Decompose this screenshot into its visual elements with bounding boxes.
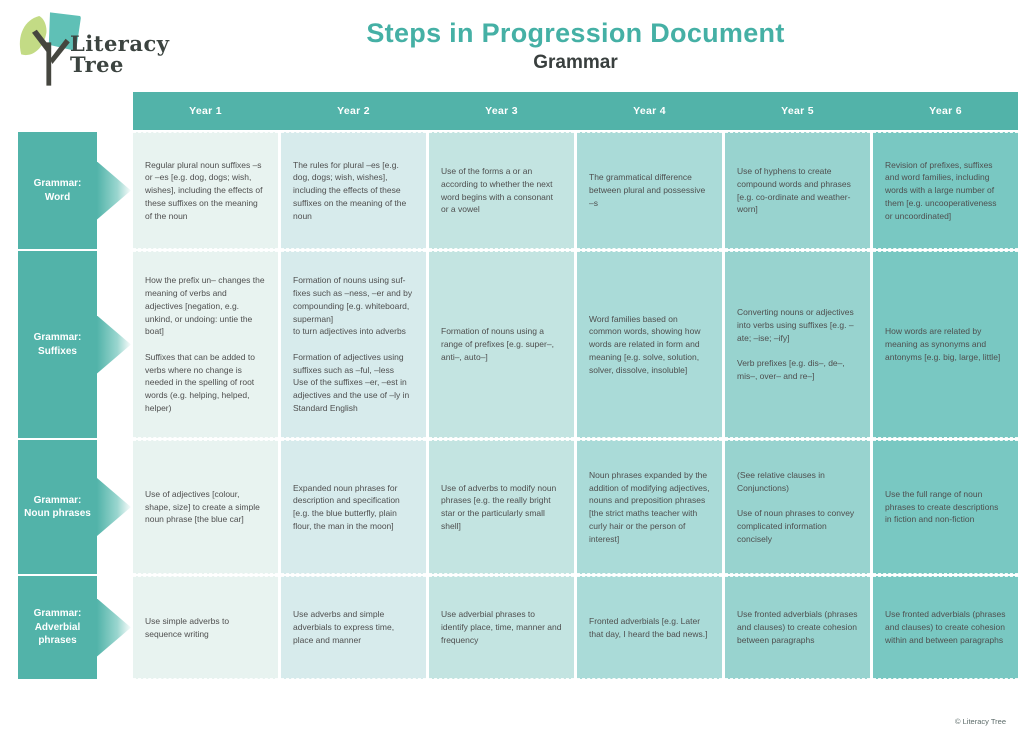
- literacy-tree-logo: Literacy Tree: [14, 10, 169, 88]
- cell-r1-c4: Converting nouns or adjectives into verb…: [725, 251, 870, 438]
- progression-arrow-icon: [97, 161, 131, 220]
- cell-r2-c3: Noun phrases expanded by the addition of…: [577, 440, 722, 574]
- cell-r2-c4: (See relative clauses in Conjunctions) U…: [725, 440, 870, 574]
- progression-arrow-icon: [97, 598, 131, 657]
- cell-r0-c4: Use of hyphens to create compound words …: [725, 132, 870, 249]
- page-title: Steps in Progression Document: [366, 18, 785, 48]
- column-header-year-6: Year 6: [929, 105, 962, 117]
- column-header-year-5: Year 5: [781, 105, 814, 117]
- cell-r0-c5: Revision of prefixes, suffixes and word …: [873, 132, 1018, 249]
- table-header-row: Year 1 Year 2 Year 3 Year 4 Year 5 Year 6: [133, 92, 1018, 130]
- column-header-year-4: Year 4: [633, 105, 666, 117]
- column-header-year-1: Year 1: [189, 105, 222, 117]
- cell-r3-c0: Use simple adverbs to sequence writing: [133, 576, 278, 679]
- row-header-label: Grammar: Suffixes: [33, 332, 82, 357]
- cell-r2-c0: Use of adjectives [colour, shape, size] …: [133, 440, 278, 574]
- column-header-year-2: Year 2: [337, 105, 370, 117]
- cell-r1-c1: Formation of nouns using suf-fixes such …: [281, 251, 426, 438]
- cell-r3-c1: Use adverbs and simple adverbials to exp…: [281, 576, 426, 679]
- row-header-label: Grammar: Noun phrases: [24, 494, 91, 520]
- progression-arrow-icon: [97, 478, 131, 536]
- cell-r0-c3: The grammatical difference between plura…: [577, 132, 722, 249]
- page-subtitle: Grammar: [533, 52, 618, 73]
- cell-r3-c4: Use fronted adverbials (phrases and clau…: [725, 576, 870, 679]
- cell-r1-c0: How the prefix un– changes the meaning o…: [133, 251, 278, 438]
- cell-r2-c5: Use the full range of noun phrases to cr…: [873, 440, 1018, 574]
- logo-line2: Tree: [70, 51, 124, 77]
- cell-r0-c2: Use of the forms a or an according to wh…: [429, 132, 574, 249]
- tree-icon: [19, 12, 81, 86]
- row-header-0: Grammar: Word: [18, 132, 131, 249]
- page-header: Steps in Progression Document Grammar: [133, 18, 1018, 74]
- cell-r1-c5: How words are related by meaning as syno…: [873, 251, 1018, 438]
- row-header-label: Grammar: Adverbial phrases: [33, 608, 82, 647]
- progression-table: Regular plural noun suffixes –s or –es […: [133, 132, 1018, 679]
- cell-r1-c2: Formation of nouns using a range of pref…: [429, 251, 574, 438]
- progression-arrow-icon: [97, 315, 131, 374]
- cell-r3-c3: Fronted adverbials [e.g. Later that day,…: [577, 576, 722, 679]
- cell-r3-c5: Use fronted adverbials (phrases and clau…: [873, 576, 1018, 679]
- column-header-year-3: Year 3: [485, 105, 518, 117]
- cell-r2-c2: Use of adverbs to modify noun phrases [e…: [429, 440, 574, 574]
- cell-r1-c3: Word families based on common words, sho…: [577, 251, 722, 438]
- copyright-notice: © Literacy Tree: [955, 717, 1006, 726]
- cell-r0-c1: The rules for plural –es [e.g. dog, dogs…: [281, 132, 426, 249]
- cell-r3-c2: Use adverbial phrases to identify place,…: [429, 576, 574, 679]
- logo-wordmark: Literacy Tree: [70, 31, 170, 77]
- row-header-3: Grammar: Adverbial phrases: [18, 576, 131, 679]
- logo-line1: Literacy: [70, 31, 170, 56]
- row-header-label: Grammar: Word: [33, 178, 82, 203]
- row-header-2: Grammar: Noun phrases: [18, 440, 131, 574]
- cell-r2-c1: Expanded noun phrases for description an…: [281, 440, 426, 574]
- row-header-1: Grammar: Suffixes: [18, 251, 131, 438]
- cell-r0-c0: Regular plural noun suffixes –s or –es […: [133, 132, 278, 249]
